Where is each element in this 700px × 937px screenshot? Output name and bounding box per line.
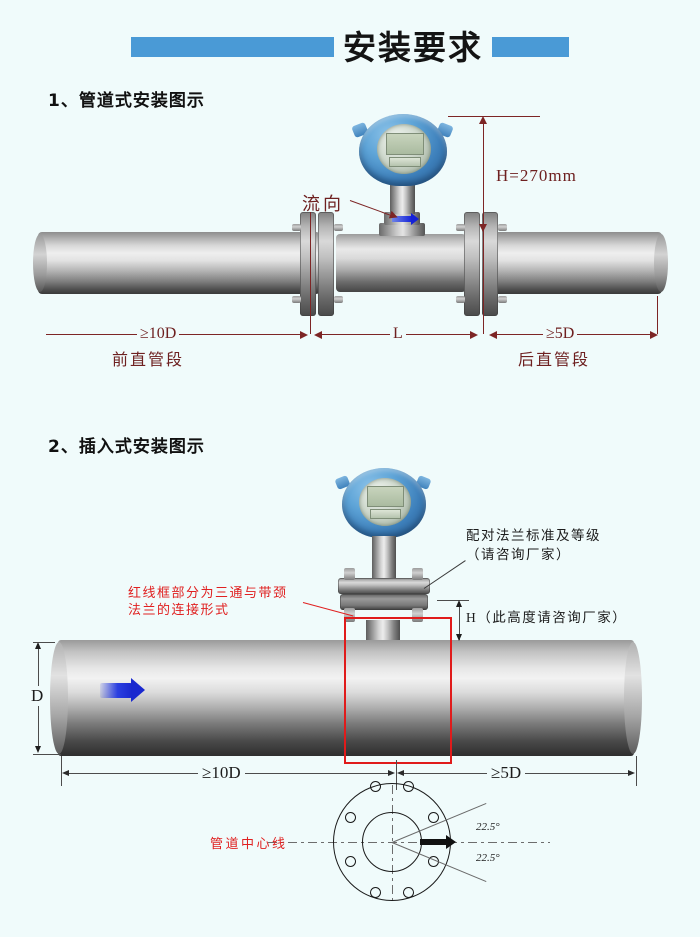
flange-standard-leader: [423, 560, 466, 589]
dim-downstream-arrow-right: [650, 331, 658, 339]
pipe-left-run: [38, 232, 320, 294]
h-dimension-arrow-down: [479, 224, 487, 232]
bolt-hole: [370, 781, 381, 792]
dim2-downstream-label: ≥5D: [487, 763, 526, 783]
h2-arrow-down: [456, 634, 462, 641]
h-dimension-arrow-up: [479, 116, 487, 124]
bolt-hole: [370, 887, 381, 898]
dim2-tick-mid: [396, 760, 397, 790]
dim-meter-label: L: [390, 325, 406, 343]
flange-bolt: [498, 224, 507, 231]
pipe2-left-cap: [50, 642, 68, 754]
flange-downstream-mate: [482, 212, 498, 316]
h2-note: H（此高度请咨询厂家）: [466, 610, 628, 625]
flange-bolt: [456, 296, 465, 303]
page-title-banner: 安装要求: [0, 22, 700, 72]
pipe-left-end-cap: [33, 234, 47, 292]
section-2-heading: 2、插入式安装图示: [48, 437, 205, 457]
flow-direction-label: 流向: [302, 194, 344, 214]
h-dimension-line: [483, 118, 484, 230]
dim-meter-arrow-left: [314, 331, 322, 339]
dim-upstream-caption: 前直管段: [112, 352, 185, 369]
d-dimension-label: D: [27, 686, 48, 706]
flange-bolt: [292, 224, 301, 231]
title-accent-bar-left: [131, 37, 334, 57]
flowmeter-body: [336, 234, 466, 292]
dim-downstream-caption: 后直管段: [518, 352, 591, 369]
insertion-flange-upper: [338, 578, 430, 594]
transmitter-base-collar: [379, 223, 425, 236]
pipe2-right-cap: [624, 642, 642, 754]
extension-tick-flangeB: [483, 230, 484, 334]
flange-face-detail: 22.5° 22.5° 管道中心线: [0, 780, 700, 910]
flow-direction-leader-line: [349, 200, 396, 218]
bolt-hole: [428, 812, 439, 823]
flange-standard-note-line2: （请咨询厂家）: [466, 547, 571, 562]
bolt-hole: [345, 856, 356, 867]
flange-bolt: [498, 296, 507, 303]
flange-downstream: [464, 212, 480, 316]
dim2-tick-left: [61, 756, 62, 786]
extension-tick-flangeA: [310, 212, 311, 334]
flange-standard-note-line1: 配对法兰标准及等级: [466, 528, 601, 543]
h-dimension-label: H=270mm: [494, 164, 579, 188]
h-dimension-top-extension: [448, 116, 540, 117]
bolt-hole: [403, 781, 414, 792]
transmitter2-stem: [372, 536, 396, 580]
redbox-note-line1: 红线框部分为三通与带颈: [128, 585, 288, 600]
transmitter-lcd-screen: [386, 133, 424, 155]
pipe2-body: [58, 640, 634, 756]
dim2-downstream-arrow-left: [397, 770, 404, 776]
insertion-flange-lower: [340, 594, 428, 610]
flow-direction-arrow: [392, 213, 419, 225]
title-accent-bar-right: [492, 37, 569, 57]
dim-upstream-arrow: [300, 331, 308, 339]
h2-top-extension: [437, 600, 469, 601]
angle-label-top: 22.5°: [476, 821, 500, 833]
insertion-flange-bolt: [412, 608, 423, 622]
redbox-note-line2: 法兰的连接形式: [128, 602, 230, 617]
d-extension-bottom: [33, 754, 61, 755]
extension-tick-right-end: [657, 296, 658, 334]
d-arrow-up: [35, 642, 41, 649]
insertion-installation-diagram: 红线框部分为三通与带颈 法兰的连接形式 配对法兰标准及等级 （请咨询厂家） H（…: [0, 460, 700, 790]
pipe2-flow-arrow: [100, 678, 145, 702]
d-extension-top: [33, 642, 55, 643]
dim2-downstream-arrow-right: [628, 770, 635, 776]
flange-upstream: [300, 212, 316, 316]
bolt-hole: [403, 887, 414, 898]
pipe-centerline-label: 管道中心线: [210, 836, 288, 851]
insertion-direction-arrow: [420, 835, 456, 849]
insertion-flange-bolt: [344, 568, 355, 580]
page-title: 安装要求: [343, 27, 483, 67]
bolt-hole: [345, 812, 356, 823]
dim-meter-arrow-right: [470, 331, 478, 339]
dim2-upstream-label: ≥10D: [198, 763, 245, 783]
section-1-heading: 1、管道式安装图示: [48, 91, 205, 111]
angle-label-bottom: 22.5°: [476, 852, 500, 864]
pipe-right-run: [482, 232, 662, 294]
h2-dimension-line: [459, 602, 460, 640]
pipeline-installation-diagram: 流向 H=270mm ≥10D 前直管段 L ≥5D 后直管段: [0, 100, 700, 390]
pipe-right-end-cap: [654, 234, 668, 292]
h2-arrow-up: [456, 600, 462, 607]
tee-connection-highlight-box: [344, 617, 452, 764]
dim2-upstream-arrow-left: [62, 770, 69, 776]
dim-downstream-label: ≥5D: [543, 325, 578, 343]
flange-bolt: [292, 296, 301, 303]
flange-bolt: [334, 224, 343, 231]
dim-upstream-label: ≥10D: [137, 325, 180, 343]
dim2-tick-right: [636, 756, 637, 786]
d-arrow-down: [35, 746, 41, 753]
dim2-upstream-arrow-right: [388, 770, 395, 776]
tee-neck: [366, 620, 400, 642]
flange-bolt: [456, 224, 465, 231]
insertion-flange-bolt: [412, 568, 423, 580]
flange-upstream-mate: [318, 212, 334, 316]
flange-bolt: [334, 296, 343, 303]
transmitter-keypad: [389, 157, 421, 167]
transmitter2-keypad: [370, 509, 401, 519]
dim-downstream-arrow-left: [489, 331, 497, 339]
transmitter2-lcd-screen: [367, 486, 404, 507]
